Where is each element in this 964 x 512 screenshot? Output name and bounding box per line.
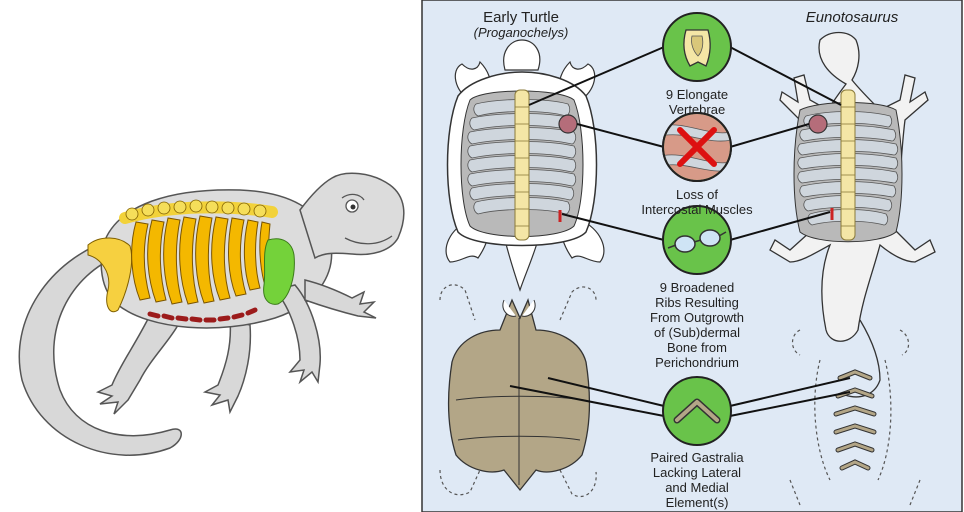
left-subtitle: (Proganochelys) — [474, 25, 569, 40]
trait-line: 9 Broadened — [660, 280, 734, 295]
trait-line: Loss of — [676, 187, 718, 202]
trait-line: Bone from — [667, 340, 727, 355]
trait-vertebrae-icon — [663, 13, 731, 81]
trait-line: and Medial — [665, 480, 729, 495]
trait-gastralia-icon — [663, 377, 731, 445]
trait-line: Intercostal Muscles — [641, 202, 753, 217]
trait-line: Ribs Resulting — [655, 295, 739, 310]
comparison-panel: Early Turtle (Proganochelys) Eunotosauru… — [422, 0, 962, 512]
left-title: Early Turtle — [483, 9, 559, 26]
trait-line: Vertebrae — [669, 102, 725, 117]
right-title: Eunotosaurus — [806, 9, 899, 26]
eunotosaurus-illustration — [19, 173, 404, 455]
trait-line: Perichondrium — [655, 355, 739, 370]
trait-line: of (Sub)dermal — [654, 325, 740, 340]
trait-line: Element(s) — [666, 495, 729, 510]
early-turtle-illustration — [446, 40, 604, 290]
trait-label-ribs: 9 Broadened Ribs Resulting From Outgrowt… — [650, 280, 744, 370]
trait-line: Lacking Lateral — [653, 465, 741, 480]
trait-line: From Outgrowth — [650, 310, 744, 325]
trait-line: Paired Gastralia — [650, 450, 744, 465]
trait-label-vertebrae: 9 Elongate Vertebrae — [666, 87, 728, 117]
trait-line: 9 Elongate — [666, 87, 728, 102]
